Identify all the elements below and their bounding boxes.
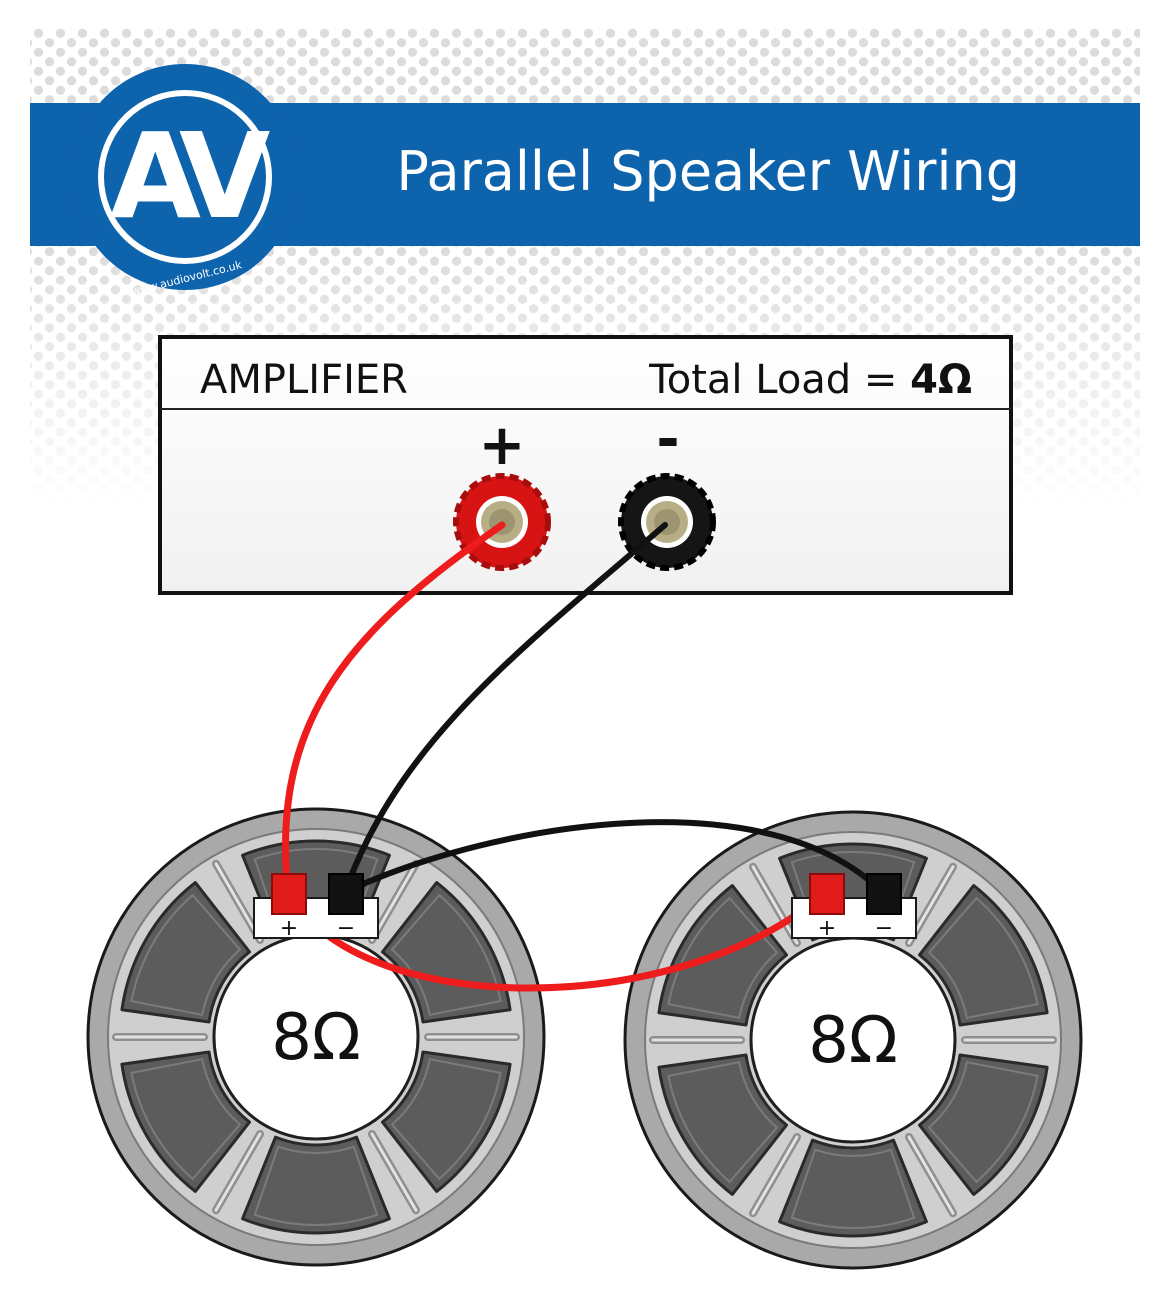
amplifier-box: AMPLIFIER Total Load = 4Ω + -: [158, 335, 1013, 595]
wire-black-bridge: [342, 819, 885, 895]
speaker-spoke-highlight: [370, 1132, 418, 1212]
speaker-cone-highlight: [253, 1145, 379, 1226]
speaker-spoke-highlight: [751, 1135, 799, 1215]
speaker-impedance: 8Ω: [808, 1004, 898, 1078]
negative-symbol: -: [656, 407, 679, 472]
speaker-spoke-highlight: [214, 862, 262, 942]
speaker-cone-highlight: [390, 1057, 502, 1181]
speaker-positive-terminal: [271, 873, 307, 915]
speaker-cone-highlight: [130, 893, 242, 1017]
speaker-cone-segment: [657, 1053, 789, 1196]
speaker-cone-segment: [380, 1050, 512, 1193]
logo-text: AV: [110, 107, 270, 245]
speaker-spoke-highlight: [907, 1135, 955, 1215]
speaker-plus-label: +: [818, 916, 836, 941]
page-title: Parallel Speaker Wiring: [396, 140, 1020, 203]
speaker-cone-segment: [241, 1135, 391, 1235]
speaker-minus-label: −: [337, 916, 355, 941]
wire-black-amp: [342, 522, 668, 895]
speaker-right-terminals: +−: [791, 873, 917, 941]
speaker-cone-highlight: [790, 1148, 916, 1229]
speaker-spoke-highlight: [370, 862, 418, 942]
speaker-cone-highlight: [927, 1060, 1039, 1184]
amplifier-label: AMPLIFIER: [200, 357, 408, 403]
speaker-plus-label: +: [280, 916, 298, 941]
speaker-cone-highlight: [927, 896, 1039, 1020]
speaker-cone-highlight: [390, 893, 502, 1017]
speaker-left-terminals: +−: [253, 873, 379, 941]
total-load-prefix: Total Load =: [648, 357, 910, 403]
wire-red-amp: [282, 521, 506, 896]
speaker-left: 8Ω: [86, 807, 546, 1267]
speaker-cone-highlight: [667, 1060, 779, 1184]
speaker-cone-highlight: [130, 1057, 242, 1181]
speaker-spoke-highlight: [751, 865, 799, 945]
speaker-cone-segment: [778, 1138, 928, 1238]
total-load-value: 4Ω: [910, 357, 972, 403]
speaker-impedance: 8Ω: [271, 1001, 361, 1075]
speaker-cone-segment: [120, 881, 252, 1024]
positive-symbol: +: [479, 413, 526, 478]
speaker-cone-segment: [917, 884, 1049, 1027]
speaker-spoke-highlight: [214, 1132, 262, 1212]
speaker-positive-terminal: [809, 873, 845, 915]
speaker-cone-segment: [120, 1050, 252, 1193]
total-load-label: Total Load = 4Ω: [648, 357, 972, 403]
speaker-minus-label: −: [875, 916, 893, 941]
speaker-right: 8Ω: [623, 810, 1083, 1270]
speaker-negative-terminal: [866, 873, 902, 915]
speaker-negative-terminal: [328, 873, 364, 915]
speaker-cone-segment: [917, 1053, 1049, 1196]
